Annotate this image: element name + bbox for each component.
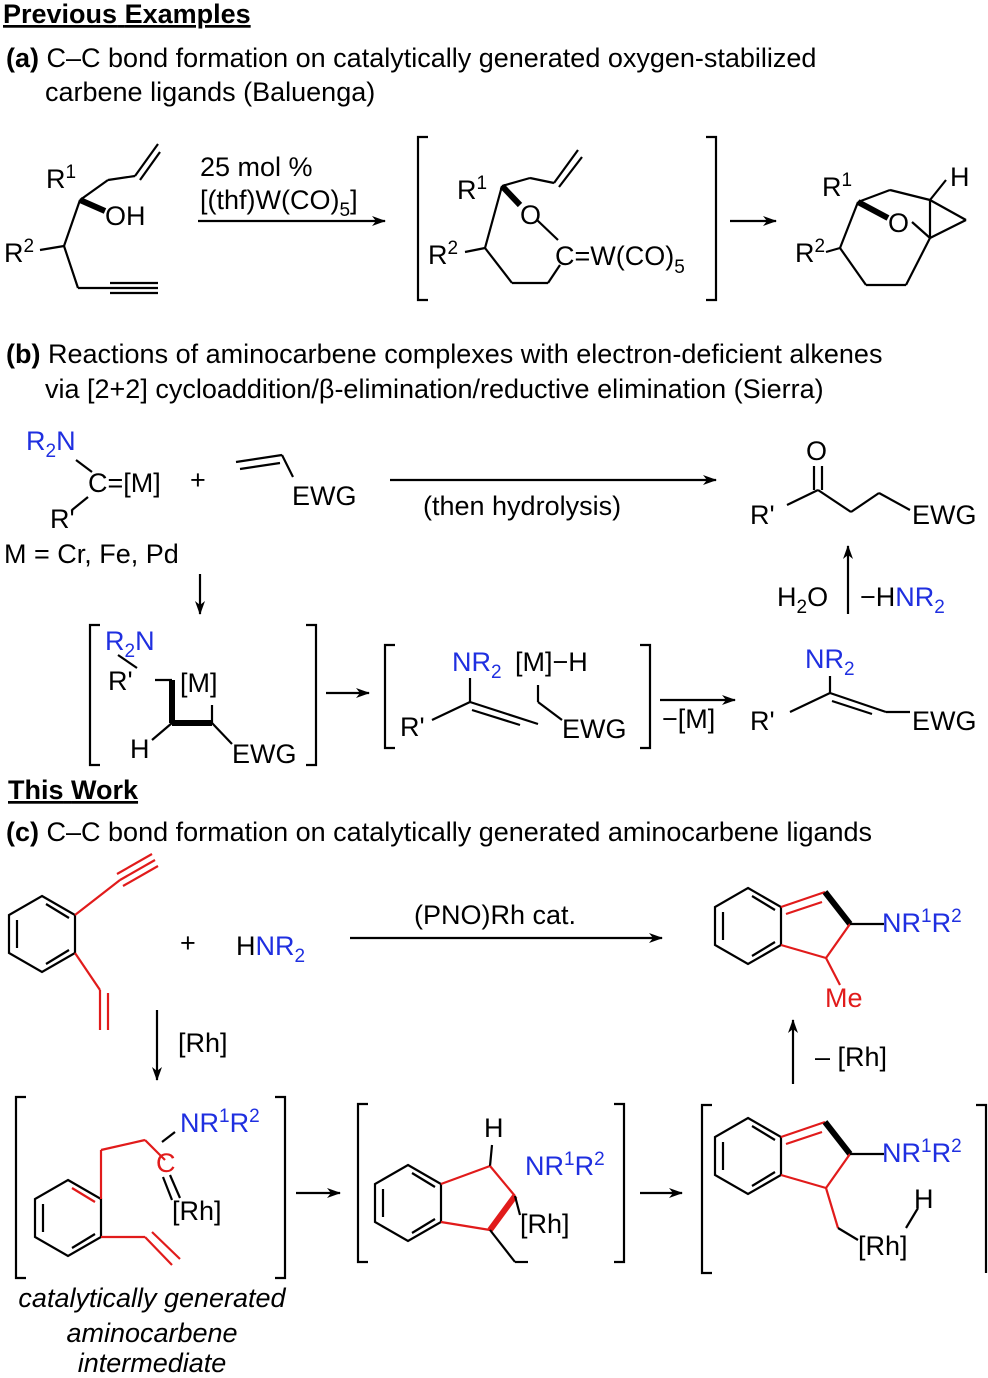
part-c-hnr2: HNR2: [236, 931, 305, 967]
part-b-minus-hnr2: −HNR2: [860, 582, 945, 618]
part-b-hy-mh: [M]−H: [515, 647, 588, 677]
part-c-plus: +: [180, 928, 196, 958]
part-c-rh-cat-label: [Rh]: [178, 1028, 228, 1058]
part-b-title-line1: (b) Reactions of aminocarbene complexes …: [6, 339, 882, 369]
part-a-title-line1: (a) C–C bond formation on catalytically …: [6, 43, 816, 73]
part-b-ketone-rp: R': [750, 500, 775, 530]
part-a-condition-2: [(thf)W(CO)5]: [200, 185, 358, 221]
part-b-r2n: R2N: [26, 426, 76, 462]
part-b-alkene: [235, 453, 294, 478]
part-c-catalyst: (PNO)Rh cat.: [414, 900, 576, 930]
part-b-ketone-ewg: EWG: [912, 500, 977, 530]
part-b-hydrolysis: (then hydrolysis): [423, 491, 621, 521]
part-c-int1-brackets: [14, 1095, 287, 1280]
part-a-prod-h: H: [950, 162, 970, 192]
part-b-plus: +: [190, 465, 206, 495]
heading-this-work: This Work: [8, 775, 139, 805]
part-c-int2-h: H: [484, 1113, 504, 1143]
part-b-metallacycle: [117, 654, 233, 745]
part-c-minus-rh: – [Rh]: [815, 1042, 887, 1072]
part-c-product-amine: NR1R2: [882, 906, 962, 938]
part-c-int3-h: H: [914, 1184, 934, 1214]
part-c-int1-amine: NR1R2: [180, 1106, 260, 1138]
part-c-int2-brackets: [356, 1102, 626, 1264]
part-c-enyne: [7, 853, 159, 1030]
part-c-int2-amine: NR1R2: [525, 1149, 605, 1181]
part-c-int3: [713, 1116, 919, 1241]
part-b-hydride: [431, 678, 563, 727]
part-b-title-line2: via [2+2] cycloaddition/β-elimination/re…: [45, 374, 824, 404]
part-b-metal-list: M = Cr, Fe, Pd: [4, 539, 179, 569]
part-c-int2: [373, 1144, 528, 1264]
part-b-ketone: [786, 466, 911, 513]
part-a-title-line2: carbene ligands (Baluenga): [45, 77, 375, 107]
part-a-int-r2: R2: [428, 238, 458, 270]
part-a-intermediate-brackets: [416, 135, 718, 302]
part-b-mc-rp: R': [108, 666, 133, 696]
part-c-product-me: Me: [825, 983, 863, 1013]
part-a-starting-material: [39, 143, 161, 295]
part-b-aminocarbene: [71, 459, 93, 511]
part-b-hy-rp: R': [400, 712, 425, 742]
part-c-int1-carbene-c: C: [156, 1148, 176, 1178]
part-c-int3-rh: [Rh]: [858, 1231, 908, 1261]
part-b-rp: R': [50, 504, 75, 534]
part-c-title: (c) C–C bond formation on catalytically …: [6, 817, 872, 847]
part-a-prod-r1: R1: [822, 170, 852, 202]
part-c-int3-amine: NR1R2: [882, 1136, 962, 1168]
part-a-r2: R2: [4, 236, 34, 268]
part-a-r1: R1: [46, 162, 76, 194]
part-b-hy-nr2: NR2: [452, 647, 502, 683]
part-a-prod-o: O: [888, 208, 909, 238]
part-b-hy-ewg: EWG: [562, 714, 627, 744]
part-b-minus-m: −[M]: [662, 704, 715, 734]
part-c-caption-1: catalytically generated: [18, 1283, 286, 1313]
part-b-en-ewg: EWG: [912, 706, 977, 736]
part-b-mc-ewg: EWG: [232, 739, 297, 769]
part-a-intermediate: [464, 149, 583, 285]
part-b-mc-h: H: [130, 734, 150, 764]
part-a-product: [825, 179, 967, 287]
part-b-enamine: [789, 676, 910, 716]
part-b-cm: C=[M]: [88, 468, 161, 498]
part-a-int-carbene: C=W(CO)5: [555, 241, 685, 278]
part-c-int1-rh: [Rh]: [172, 1196, 222, 1226]
part-c-indene-product: [713, 886, 884, 986]
part-b-ketone-o: O: [806, 436, 827, 466]
part-b-mc-m: [M]: [180, 668, 218, 698]
part-b-en-nr2: NR2: [805, 644, 855, 680]
part-a-condition-1: 25 mol %: [200, 152, 313, 182]
part-c-int3-brackets: [700, 1103, 988, 1275]
part-b-h2o: H2O: [777, 582, 828, 618]
part-b-mc-r2n: R2N: [105, 626, 155, 662]
part-c-caption-2: aminocarbene: [66, 1318, 237, 1348]
part-c-int2-rh: [Rh]: [520, 1209, 570, 1239]
part-a-int-o: O: [520, 200, 541, 230]
part-a-prod-r2: R2: [795, 236, 825, 268]
part-c-int1: [33, 1131, 182, 1266]
part-b-en-rp: R': [750, 706, 775, 736]
part-b-metallacycle-brackets: [88, 623, 318, 767]
part-b-hydride-brackets: [383, 643, 652, 750]
part-a-int-r1: R1: [457, 173, 487, 205]
part-b-alkene-ewg: EWG: [292, 481, 357, 511]
heading-previous: Previous Examples: [3, 0, 251, 29]
part-c-caption-3: intermediate: [78, 1348, 227, 1378]
part-a-oh: OH: [105, 201, 146, 231]
